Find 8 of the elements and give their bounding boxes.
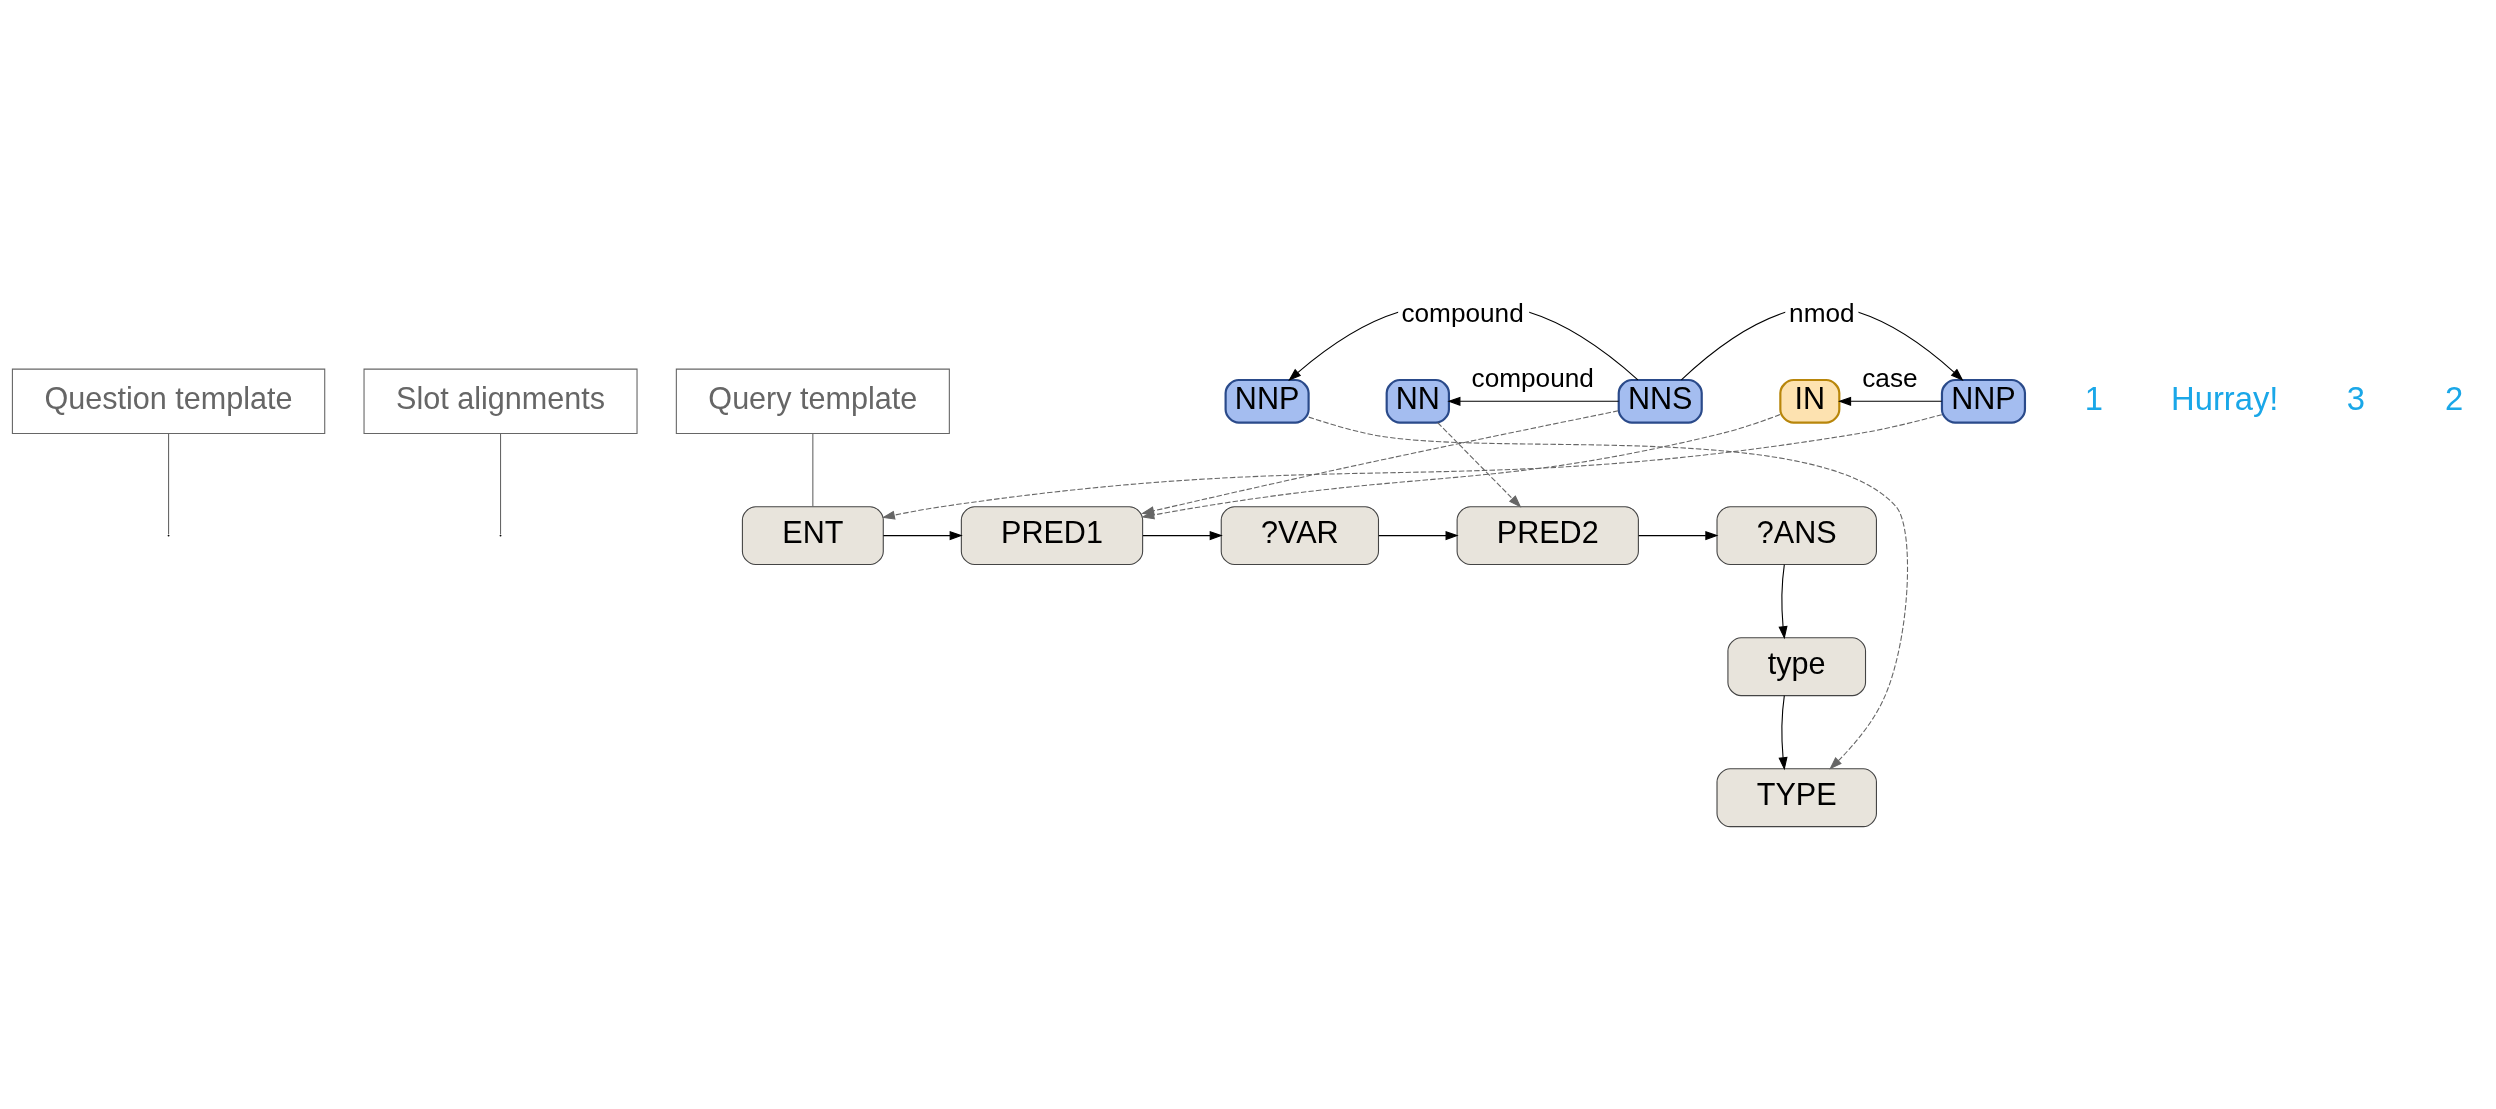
edge-label: case bbox=[1862, 362, 1918, 393]
edge-label: compound bbox=[1401, 297, 1524, 328]
label: 1 bbox=[2084, 378, 2103, 416]
label: 3 bbox=[2346, 378, 2365, 416]
edge-label: nmod bbox=[1789, 297, 1855, 328]
label: 2 bbox=[2444, 378, 2464, 416]
label: Hurray! bbox=[2171, 378, 2279, 416]
edge-label: compound bbox=[1471, 362, 1594, 393]
